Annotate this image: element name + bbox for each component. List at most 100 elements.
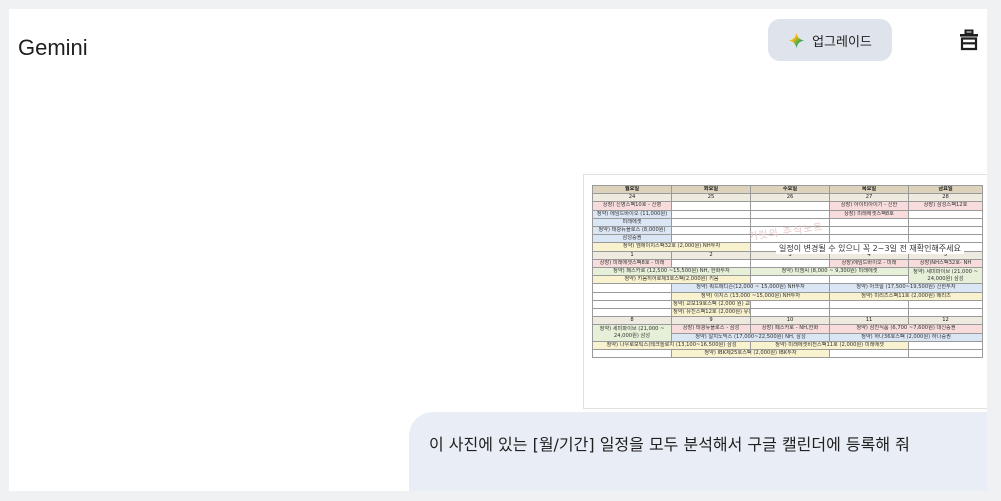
schedule-table: 월요일 화요일 수요일 목요일 금요일 24 25 26 27 28 상장) 신…	[592, 184, 983, 359]
upgrade-label: 업그레이드	[812, 34, 872, 50]
date-cell: 28	[908, 193, 983, 203]
event-row: 청약) 교보19호스팩 (2,000 원) 교보	[592, 299, 983, 310]
chat-window: Gemini 업그레이드 월요일	[9, 9, 987, 491]
event-cell: 청약) IBK제25호스팩 (2,000원) IBK투자	[671, 349, 830, 359]
date-cell: 10	[750, 316, 830, 326]
event-row: 상장) 미래에셋스팩8호 - 미래 상장)에임드바이오 - 미래 상장)NH스팩…	[592, 258, 983, 269]
date-cell: 8	[592, 316, 672, 326]
date-cell: 24	[592, 193, 672, 203]
event-cell: 상장) 삼성스팩12호	[908, 201, 983, 211]
event-cell	[829, 349, 909, 359]
date-row: 24 25 26 27 28	[592, 193, 983, 203]
event-cell: 청약) 아크릴 (17,500~19,500원) 신한투자	[829, 283, 983, 293]
date-cell: 27	[829, 193, 909, 203]
date-row: 1 2 3 4 5	[592, 250, 983, 260]
date-cell: 9	[671, 316, 751, 326]
event-cell	[829, 299, 909, 310]
weekday-header: 목요일	[829, 184, 909, 195]
event-cell	[750, 209, 830, 219]
event-row: 청약) 알지노믹스 (17,000~22,500원) NH, 삼성 청약) 하나…	[593, 332, 983, 342]
event-cell	[829, 226, 909, 236]
gemini-brand[interactable]: Gemini	[18, 35, 88, 60]
event-cell	[908, 234, 983, 244]
event-cell	[671, 226, 751, 236]
weekday-header: 월요일	[592, 184, 672, 195]
event-cell	[671, 201, 751, 211]
event-cell: 청약) 키움히어로제3호스팩(2,000원) 키움	[592, 275, 751, 285]
event-row: 청약) 쿼드메디슨(12,000 ~ 15,000원) NH투자 청약) 아크릴…	[592, 283, 983, 293]
event-cell	[750, 201, 830, 211]
event-cell	[750, 258, 830, 269]
weekday-header: 금요일	[908, 184, 983, 195]
event-cell: 청약) 하나36호스팩 (2,000원) 하나증권	[829, 332, 983, 342]
event-cell	[829, 275, 909, 285]
weekday-header: 수요일	[750, 184, 830, 195]
date-cell: 25	[671, 193, 751, 203]
user-prompt-text: 이 사진에 있는 [월/기간] 일정을 모두 분석해서 구글 캘린더에 등록해 …	[429, 435, 910, 454]
event-cell: 상장)NH스팩32호- NH	[908, 258, 983, 269]
event-cell: 청약) 유진스팩12호 (2,000원) 유진투자	[671, 308, 751, 318]
event-cell: 상장) 신영스팩10호 - 신영	[592, 201, 672, 211]
event-cell: 청약) 미래에셋비전스팩11호 (2,000원) 미래에셋	[750, 340, 909, 351]
trash-icon	[960, 29, 978, 51]
event-cell	[592, 291, 672, 301]
event-cell: 상장) 미래에셋스팩8호	[829, 209, 909, 219]
event-row: 청약) 페스카로 (12,500 ~15,500원) NH, 한화투자 청약) …	[592, 267, 983, 285]
event-cell	[829, 217, 909, 228]
event-row: 청약) IBK제25호스팩 (2,000원) IBK투자	[592, 349, 983, 359]
event-cell	[750, 299, 830, 310]
upgrade-button[interactable]: 업그레이드	[768, 19, 892, 61]
event-row: 청약) 이지스 (13,000 ~15,000원) NH투자 청약) 미리즈스팩…	[592, 291, 983, 301]
weekday-header: 화요일	[671, 184, 751, 195]
date-cell: 2	[671, 250, 751, 260]
event-cell	[908, 340, 983, 351]
event-cell: 청약) 페스카로 (12,500 ~15,500원) NH, 한화투자	[592, 267, 751, 277]
attached-schedule-image[interactable]: 월요일 화요일 수요일 목요일 금요일 24 25 26 27 28 상장) 신…	[583, 174, 987, 409]
event-row: 청약) 세미파이브 (21,000 ~ 24,000원) 삼성 상장) 태광뉴플…	[592, 324, 983, 342]
delete-chat-button[interactable]	[956, 27, 982, 53]
event-cell	[908, 217, 983, 228]
event-cell	[671, 258, 751, 269]
event-cell	[671, 234, 751, 244]
event-cell	[592, 349, 672, 359]
event-cell: 청약) 티엠씨 (8,000 ~ 9,300원) 미래에셋	[750, 267, 909, 277]
event-cell	[671, 217, 751, 228]
event-cell	[908, 349, 983, 359]
event-cell	[592, 308, 672, 318]
event-cell: 청약) 태광뉴플로스 (8,000원)	[592, 226, 672, 236]
event-cell	[671, 209, 751, 219]
event-cell	[750, 308, 830, 318]
event-cell: 상장) 페스카로 - NH,한화	[750, 324, 830, 334]
event-cell: 청약) 엠에이치스팩32호 (2,000원) NH투자	[592, 242, 751, 252]
date-row: 8 9 10 11 12	[592, 316, 983, 326]
event-row: 청약) 나우로보틱스(테크놀로지 (13,100~16,500원) 삼성 청약)…	[592, 340, 983, 351]
event-cell: 청약) 알지노믹스 (17,000~22,500원) NH, 삼성	[671, 332, 830, 342]
event-cell	[908, 226, 983, 236]
event-cell	[829, 234, 909, 244]
weekday-header-row: 월요일 화요일 수요일 목요일 금요일	[592, 184, 983, 195]
sparkle-icon	[788, 32, 805, 48]
event-cell: 청약) 에임드바이오 (11,000원)	[592, 209, 672, 219]
date-cell: 12	[908, 316, 983, 326]
event-row: 청약) 유진스팩12호 (2,000원) 유진투자	[592, 308, 983, 318]
event-cell	[592, 299, 672, 310]
date-cell: 1	[592, 250, 672, 260]
event-cell	[592, 283, 672, 293]
user-prompt-bubble: 이 사진에 있는 [월/기간] 일정을 모두 분석해서 구글 캘린더에 등록해 …	[409, 412, 987, 491]
date-cell: 11	[829, 316, 909, 326]
event-cell	[829, 308, 909, 318]
date-cell: 26	[750, 193, 830, 203]
event-row: 상장) 신영스팩10호 - 신영 상장) 아이티아이기 - 신한 상장) 삼성스…	[592, 201, 983, 211]
event-cell: 청약) 쿼드메디슨(12,000 ~ 15,000원) NH투자	[671, 283, 830, 293]
event-cell	[750, 275, 830, 285]
schedule-note: 일정이 변경될 수 있으니 꼭 2~3일 전 재확인해주세요	[776, 243, 964, 254]
event-cell: 청약) 세미파이브 (21,000 ~ 24,000원) 삼성	[908, 267, 983, 285]
event-cell: 삼성증권	[592, 234, 672, 244]
event-row: 미래에셋	[592, 217, 983, 228]
event-cell: 청약) 세미파이브 (21,000 ~ 24,000원) 삼성	[592, 324, 672, 342]
event-cell: 상장) 태광뉴플로스 - 삼성	[671, 324, 751, 334]
event-cell: 상장) 미래에셋스팩8호 - 미래	[592, 258, 672, 269]
event-cell: 청약) 미리즈스팩11호 (2,000원) 메리츠	[829, 291, 983, 301]
event-cell: 청약) 나우로보틱스(테크놀로지 (13,100~16,500원) 삼성	[592, 340, 751, 351]
event-row: 청약) 에임드바이오 (11,000원) 상장) 미래에셋스팩8호	[592, 209, 983, 219]
